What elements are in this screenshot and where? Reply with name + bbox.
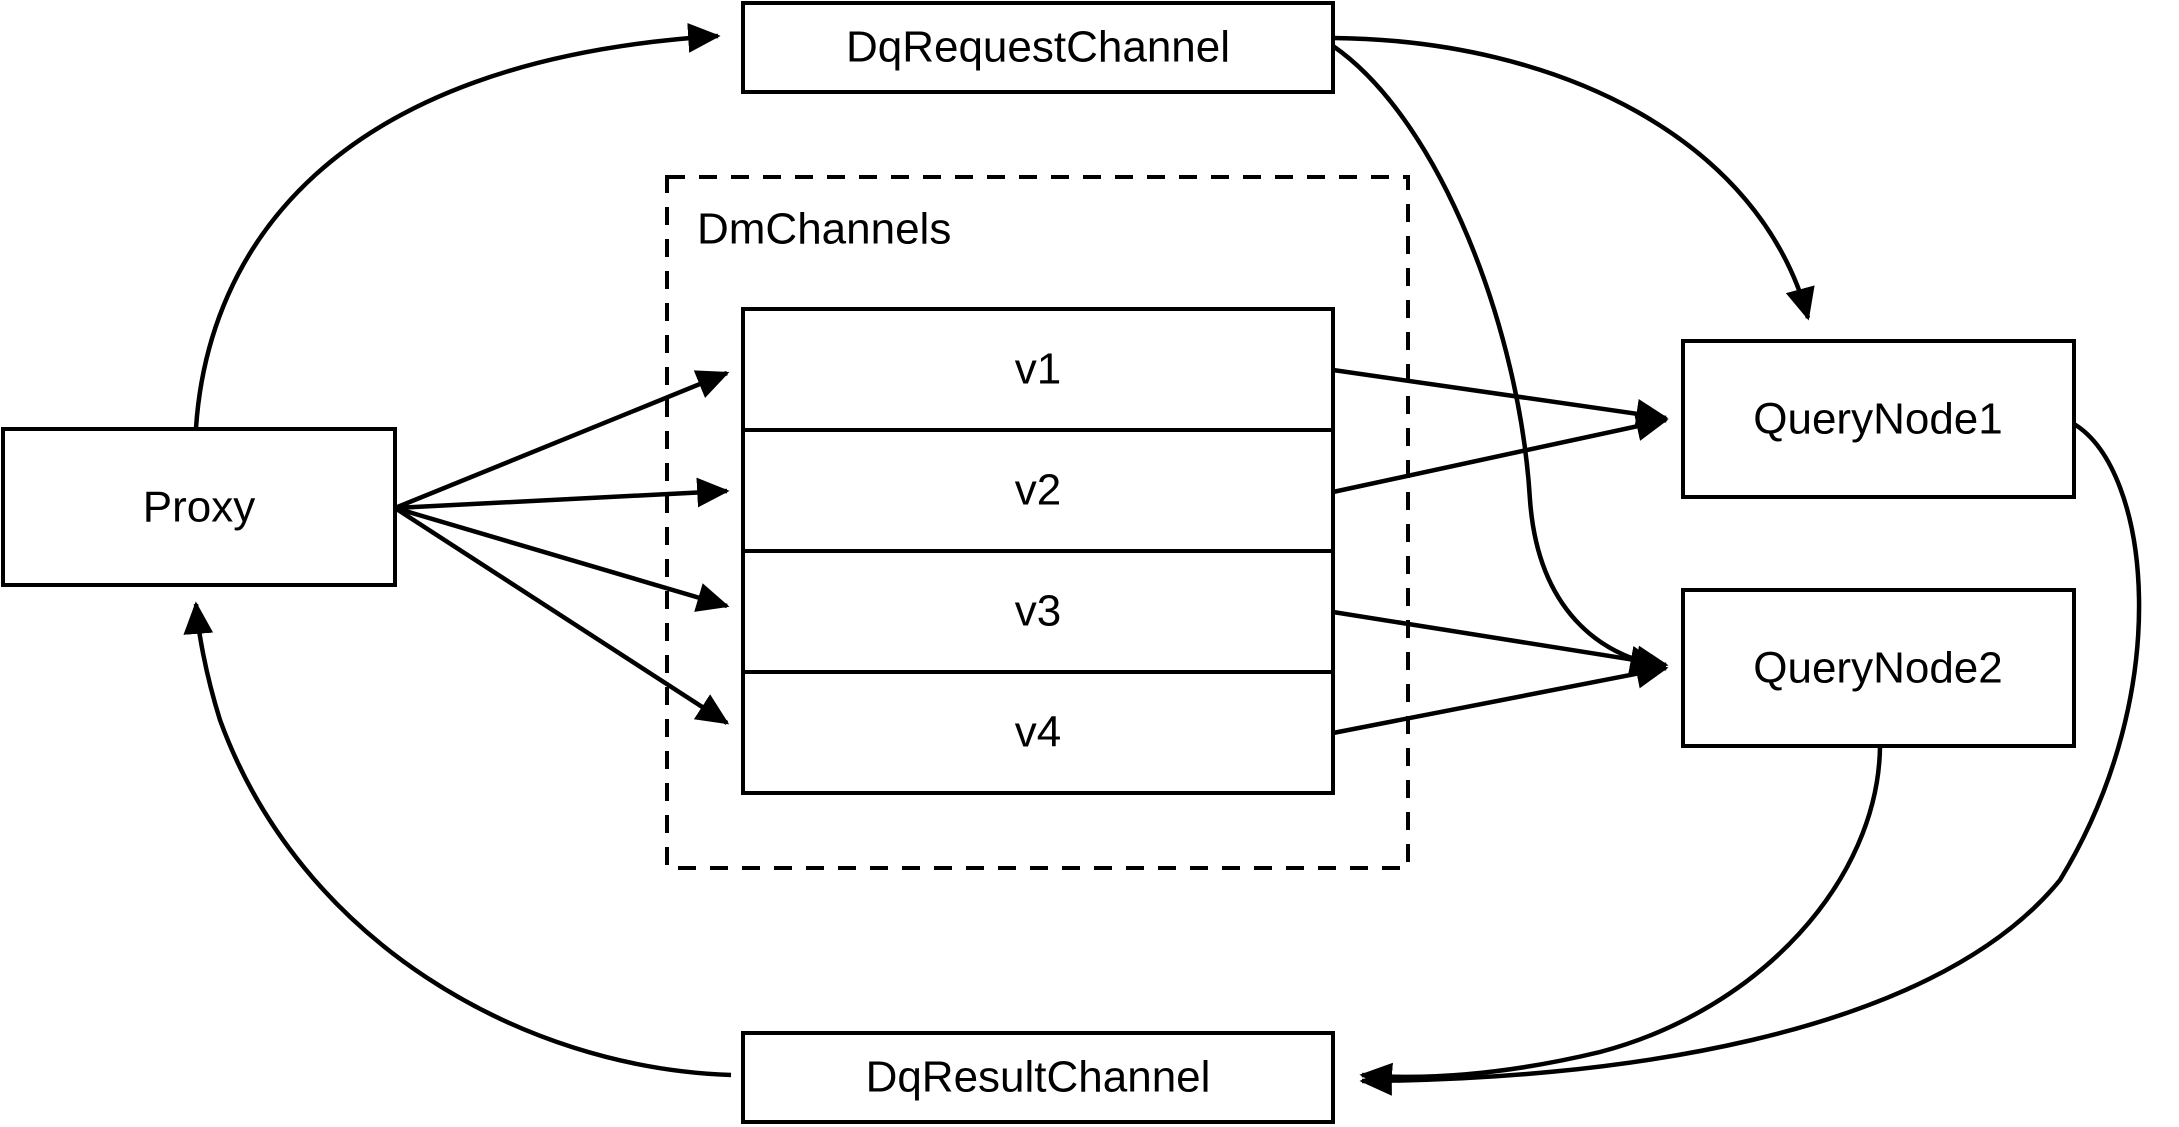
edge-dqrequestchannel-to-querynode2 — [1331, 44, 1663, 676]
edge-v3-to-querynode2 — [1332, 609, 1669, 676]
node-query-node-1-label: QueryNode1 — [1753, 395, 2002, 444]
dm-channel-item-v3[interactable]: v3 — [1015, 587, 1061, 636]
edge-querynode2-to-dqresultchannel — [1359, 746, 1883, 1093]
edge-proxy-to-v2 — [394, 477, 730, 511]
edge-dqrequestchannel-to-querynode1 — [1332, 35, 1815, 321]
dmchannels-group: DmChannels — [665, 175, 1410, 870]
dmchannels-group-label: DmChannels — [697, 205, 951, 254]
node-dq-request-channel[interactable]: DqRequestChannel — [741, 1, 1335, 94]
node-query-node-1-box[interactable] — [1681, 339, 2076, 499]
node-query-node-2[interactable]: QueryNode2 — [1681, 588, 2076, 748]
edge-proxy-to-dqrequestchannel — [193, 22, 721, 429]
dm-channel-item-v1[interactable]: v1 — [1015, 345, 1061, 394]
edge-v2-to-querynode1 — [1332, 411, 1669, 495]
dm-channel-item-v2[interactable]: v2 — [1015, 466, 1061, 515]
node-dq-request-channel-label: DqRequestChannel — [846, 23, 1230, 72]
edge-proxy-to-v1 — [394, 370, 730, 511]
node-dq-request-channel-box[interactable] — [741, 1, 1335, 94]
node-proxy-label: Proxy — [143, 483, 255, 532]
node-proxy-box[interactable] — [1, 427, 397, 587]
edge-proxy-to-v4 — [393, 506, 730, 725]
edge-proxy-to-v3 — [394, 505, 730, 612]
edge-layer — [183, 22, 2142, 1096]
dm-channel-item-v4[interactable]: v4 — [1015, 708, 1061, 757]
node-dq-result-channel[interactable]: DqResultChannel — [741, 1031, 1335, 1124]
node-query-node-2-box[interactable] — [1681, 588, 2076, 748]
node-proxy[interactable]: Proxy — [1, 427, 397, 587]
dm-channel-stack: v1 v2 v3 v4 — [741, 307, 1335, 795]
edge-dqresultchannel-to-proxy — [183, 601, 732, 1078]
edge-querynode1-to-dqresultchannel — [1359, 422, 2142, 1096]
edge-v4-to-querynode2 — [1332, 659, 1669, 736]
edge-v1-to-querynode1 — [1332, 367, 1669, 429]
node-dq-result-channel-label: DqResultChannel — [866, 1053, 1211, 1102]
dmchannels-group-border — [665, 175, 1410, 870]
node-dq-result-channel-box[interactable] — [741, 1031, 1335, 1124]
node-query-node-1[interactable]: QueryNode1 — [1681, 339, 2076, 499]
node-query-node-2-label: QueryNode2 — [1753, 644, 2002, 693]
